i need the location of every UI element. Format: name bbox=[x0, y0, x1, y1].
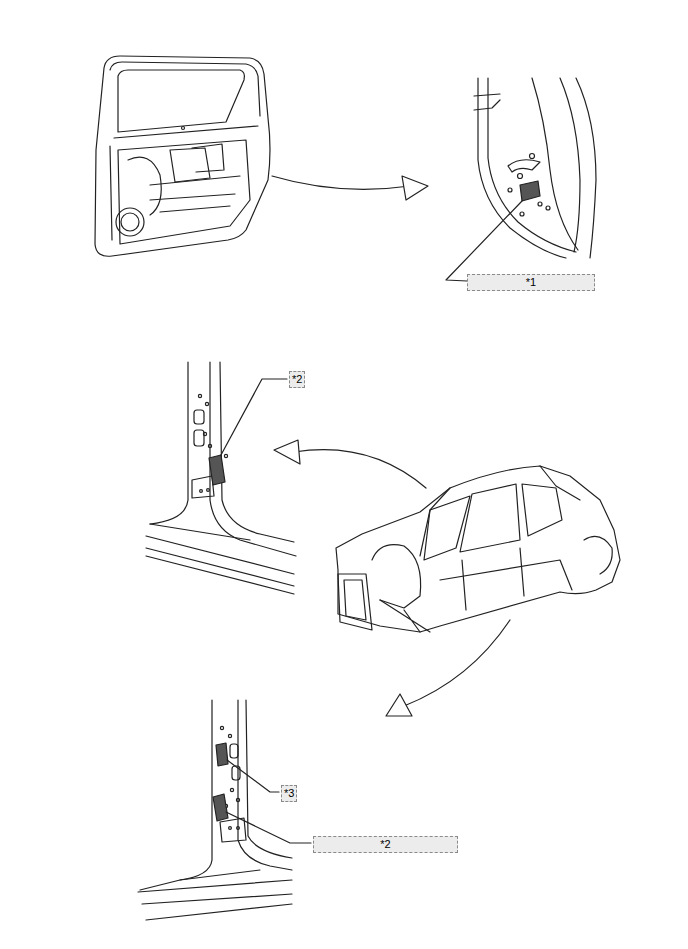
door-detail bbox=[446, 78, 596, 281]
arrow bbox=[404, 620, 510, 706]
car-body-shell bbox=[336, 466, 620, 632]
callout-number: *2 bbox=[313, 836, 458, 853]
arrow bbox=[272, 176, 410, 189]
callout-number: *2 bbox=[289, 371, 305, 388]
arrow bbox=[294, 450, 426, 488]
callout-number: *1 bbox=[467, 274, 595, 291]
pillar-detail bbox=[138, 700, 311, 920]
rear-door bbox=[95, 56, 270, 256]
callout-number: *3 bbox=[281, 785, 297, 802]
pillar-detail bbox=[146, 362, 296, 594]
